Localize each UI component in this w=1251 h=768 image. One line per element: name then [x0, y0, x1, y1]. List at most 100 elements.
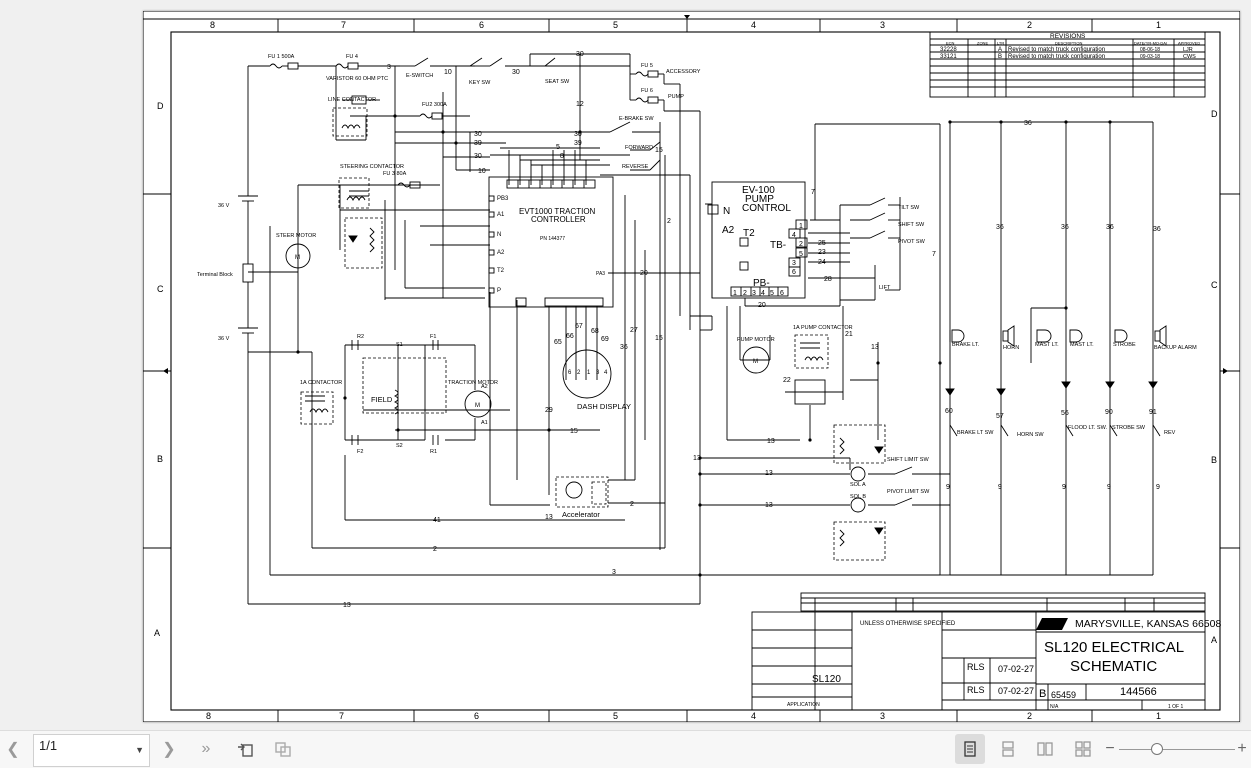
drawing-subtitle: SCHEMATIC [1070, 658, 1157, 675]
svg-text:57: 57 [996, 413, 1004, 420]
ev-subtitle: PUMP [745, 194, 774, 205]
revisions-title: REVISIONS [1050, 33, 1086, 40]
col-4-bottom: 4 [751, 711, 756, 721]
row-c-left: C [157, 284, 164, 294]
col-4-top: 4 [751, 20, 756, 30]
svg-text:R1: R1 [430, 449, 437, 455]
svg-text:2: 2 [743, 290, 747, 297]
label-pivot-limit-sw: PIVOT LIMIT SW [887, 489, 930, 495]
svg-text:1: 1 [733, 290, 737, 297]
label-fu1: FU 1 500A [268, 54, 295, 60]
label-terminal-block: Terminal Block [197, 272, 233, 278]
row-b-right: B [1211, 455, 1217, 465]
svg-text:36: 36 [1024, 120, 1032, 127]
label-strobe: STROBE [1113, 342, 1136, 348]
svg-text:P: P [497, 288, 501, 294]
label-sol-b: SOL B [850, 494, 866, 500]
svg-text:13: 13 [545, 514, 553, 521]
sheet-number: 1 OF 1 [1168, 704, 1184, 710]
svg-text:30: 30 [574, 131, 582, 138]
svg-text:20: 20 [640, 270, 648, 277]
label-flood-lt-sw: FLOOD LT. SW. [1068, 425, 1107, 431]
svg-text:T2: T2 [743, 228, 755, 239]
label-rev: REV [1164, 430, 1176, 436]
document-viewer[interactable]: 8 7 6 5 4 3 2 1 8 7 6 5 4 3 2 1 D C B A [0, 0, 1251, 730]
label-steering-contactor: STEERING CONTACTOR [340, 164, 404, 170]
evt-title: EVT1000 TRACTION [519, 207, 596, 216]
arrow-right-icon[interactable]: ❯ [162, 741, 176, 758]
rev-header-date: DATE(YR-MO-DA) [1134, 41, 1168, 46]
svg-text:13: 13 [871, 344, 879, 351]
svg-text:S1: S1 [396, 342, 403, 348]
svg-text:2: 2 [630, 501, 634, 508]
row-c-right: C [1211, 280, 1218, 290]
svg-text:3: 3 [792, 260, 796, 267]
svg-text:5: 5 [799, 251, 803, 258]
svg-text:56: 56 [1061, 410, 1069, 417]
two-page-view-icon[interactable] [1032, 737, 1058, 761]
svg-text:13: 13 [343, 602, 351, 609]
continuous-view-icon[interactable] [995, 737, 1021, 761]
svg-text:23: 23 [818, 249, 826, 256]
svg-text:15: 15 [655, 147, 663, 154]
svg-text:30: 30 [512, 69, 520, 76]
svg-text:30: 30 [474, 153, 482, 160]
col-6-top: 6 [479, 20, 484, 30]
col-5-bottom: 5 [613, 711, 618, 721]
zoom-slider-thumb[interactable] [1151, 743, 1164, 755]
svg-text:3: 3 [612, 569, 616, 576]
grid-view-icon[interactable] [1070, 737, 1096, 761]
col-3-top: 3 [880, 20, 885, 30]
rev-header-approved: APPROVED [1178, 41, 1200, 46]
single-page-view-icon[interactable] [955, 734, 985, 764]
evt-subtitle: CONTROLLER [531, 215, 586, 224]
svg-text:R2: R2 [357, 334, 364, 340]
svg-text:T2: T2 [497, 268, 505, 274]
label-varistor: VARISTOR 60 OHM PTC [326, 76, 388, 82]
svg-text:S2: S2 [396, 443, 403, 449]
page-selector[interactable]: 1/1 ▼ [33, 734, 150, 767]
label-seat-sw: SEAT SW [545, 79, 570, 85]
svg-text:39: 39 [574, 140, 582, 147]
application-label: APPLICATION [787, 702, 820, 708]
label-strobe-sw: STROBE SW [1112, 425, 1146, 431]
svg-text:A2: A2 [497, 250, 505, 256]
svg-text:13: 13 [765, 470, 773, 477]
viewer-toolbar: ❮ 1/1 ▼ ❯ » − + [0, 730, 1251, 768]
svg-text:M: M [753, 359, 758, 365]
rev-row-description: Revised to match truck configuration [1008, 47, 1105, 53]
col-6-bottom: 6 [474, 711, 479, 721]
zoom-in-icon[interactable]: + [1237, 740, 1247, 757]
svg-text:27: 27 [630, 327, 638, 334]
row-d-left: D [157, 101, 164, 111]
row-a-left: A [154, 628, 160, 638]
svg-text:2: 2 [667, 218, 671, 225]
svg-text:N: N [497, 232, 501, 238]
label-fu2: FU2 300A [422, 102, 447, 108]
zoom-out-icon[interactable]: − [1105, 740, 1115, 757]
svg-text:8: 8 [560, 153, 564, 160]
label-battery-lower: 36 V [218, 336, 230, 342]
unless-specified: UNLESS OTHERWISE SPECIFIED [860, 621, 956, 627]
label-dash-display: DASH DISPLAY [577, 402, 631, 411]
copy-page-icon[interactable] [270, 737, 296, 761]
svg-text:7: 7 [932, 251, 936, 258]
zoom-slider[interactable] [1119, 749, 1235, 750]
rev-row-ecn: 33121 [940, 54, 957, 60]
label-forward: FORWARD [625, 145, 653, 151]
svg-text:9: 9 [1156, 484, 1160, 491]
row-b-left: B [157, 454, 163, 464]
col-2-top: 2 [1027, 20, 1032, 30]
col-8-bottom: 8 [206, 711, 211, 721]
svg-text:1: 1 [587, 370, 591, 376]
rotate-page-icon[interactable] [232, 737, 258, 761]
label-brake-lt: BRAKE LT. [952, 342, 980, 348]
svg-text:6: 6 [568, 370, 572, 376]
svg-text:M: M [475, 403, 480, 409]
label-key-sw: KEY SW [469, 80, 491, 86]
svg-text:15: 15 [655, 335, 663, 342]
double-arrow-right-icon[interactable]: » [201, 740, 211, 757]
arrow-left-icon[interactable]: ❮ [6, 741, 20, 758]
row-d-right: D [1211, 109, 1218, 119]
